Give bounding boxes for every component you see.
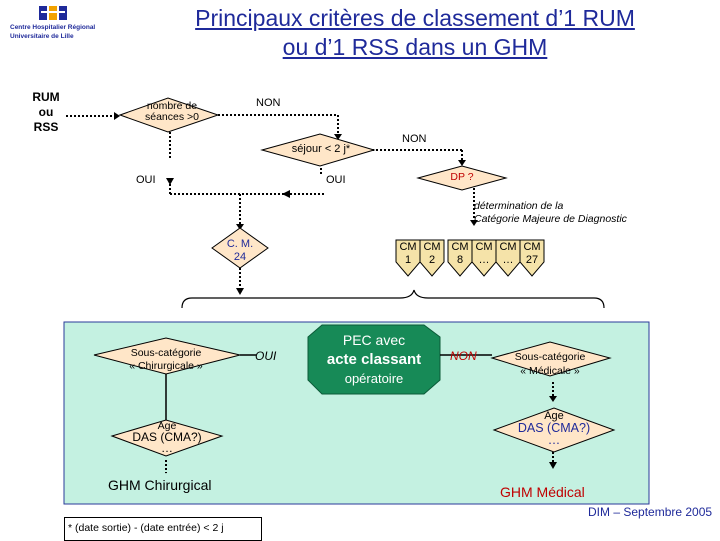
oui-mid-label: OUI xyxy=(326,174,346,186)
seances-diamond xyxy=(118,97,220,133)
logo-line1: Centre Hospitalier Régional xyxy=(10,24,96,31)
ghm-med-label: GHM Médical xyxy=(500,484,585,500)
pec-label: PEC avec acte classant opératoire xyxy=(308,331,440,388)
cm-6-bottom: 27 xyxy=(525,254,539,266)
cm-2-top: CM xyxy=(423,241,441,253)
cm-4: CM… xyxy=(472,241,496,267)
rum-label: RUM ou RSS xyxy=(24,90,68,135)
age-das-right-diamond xyxy=(492,407,616,453)
cm24-line2: 24 xyxy=(233,251,247,263)
sejour-diamond xyxy=(260,133,376,167)
seances-line1: nombre de xyxy=(146,100,198,112)
title-line-1: Principaux critères de classement d’1 RU… xyxy=(195,5,635,31)
sous-cat-med-line1: Sous-catégorie xyxy=(514,351,586,363)
cm-3-bottom: 8 xyxy=(456,254,464,266)
date-footer: DIM – Septembre 2005 xyxy=(588,505,713,519)
determination-line2: Catégorie Majeure de Diagnostic xyxy=(474,213,627,225)
age-das-right-label: Age DAS (CMA?) … xyxy=(494,410,614,446)
pec-line1: PEC avec xyxy=(342,332,406,348)
cm24-label: C. M. 24 xyxy=(212,238,268,264)
rum-label-line2: ou xyxy=(38,105,54,119)
title-line-2: ou d’1 RSS dans un GHM xyxy=(282,34,548,60)
rum-label-line1: RUM xyxy=(32,90,60,104)
pec-decision-box xyxy=(307,324,441,395)
cm-1-bottom: 1 xyxy=(404,254,412,266)
logo-line2: Universitaire de Lille xyxy=(10,33,74,40)
age-das-left-label: Age DAS (CMA?) … xyxy=(112,420,222,455)
sous-cat-chir-line1: Sous-catégorie xyxy=(130,347,202,359)
seances-label: nombre de séances >0 xyxy=(126,101,218,123)
determination-label: détermination de la Catégorie Majeure de… xyxy=(474,200,627,226)
sous-cat-med-label: Sous-catégorie « Médicale » xyxy=(494,350,606,378)
cm24-diamond xyxy=(211,227,269,269)
footnote-box xyxy=(64,517,262,541)
page-title: Principaux critères de classement d’1 RU… xyxy=(110,4,720,62)
pec-line3: opératoire xyxy=(344,371,404,386)
chru-lille-logo: Centre Hospitalier Régional Universitair… xyxy=(4,4,114,48)
cm-4-top: CM xyxy=(475,241,493,253)
das-right: DAS (CMA?) xyxy=(517,421,591,435)
arrow-heads xyxy=(114,112,557,481)
non-label-1: NON xyxy=(256,97,281,109)
cm-5: CM… xyxy=(496,241,520,267)
cm-1-top: CM xyxy=(399,241,417,253)
ghm-chir-label: GHM Chirurgical xyxy=(108,477,212,493)
seances-line2: séances >0 xyxy=(145,111,199,123)
sous-cat-chir-label: Sous-catégorie « Chirurgicale » xyxy=(104,347,228,373)
non-label-2: NON xyxy=(402,133,427,145)
cm-6-top: CM xyxy=(523,241,541,253)
footnote: * (date sortie) - (date entrée) < 2 j xyxy=(68,522,224,534)
age-right: Age xyxy=(544,410,564,422)
grouping-brace xyxy=(181,289,605,309)
non-pec-label: NON xyxy=(450,349,477,363)
oui-pec-label: OUI xyxy=(255,349,277,363)
cm-5-bottom: … xyxy=(502,254,514,266)
cm24-line1: C. M. xyxy=(226,238,254,250)
rum-label-line3: RSS xyxy=(33,120,59,134)
cm-2-bottom: 2 xyxy=(428,254,436,266)
pec-line2: acte classant xyxy=(326,351,422,368)
cm-4-bottom: … xyxy=(478,254,490,266)
sejour-label: séjour < 2 j* xyxy=(291,143,351,155)
ellipsis-left: … xyxy=(161,441,173,455)
cm-shapes xyxy=(395,239,545,277)
das-left: DAS (CMA?) xyxy=(132,430,202,444)
cm-5-top: CM xyxy=(499,241,517,253)
dp-label: DP ? xyxy=(450,171,474,183)
med-diamond xyxy=(490,341,612,377)
dp-diamond xyxy=(416,165,508,191)
ghm-med-shape xyxy=(492,479,612,503)
sous-cat-chir-line2: « Chirurgicale » xyxy=(129,360,203,372)
ghm-chir-shape xyxy=(100,473,244,497)
logo-mark-icon xyxy=(39,6,67,20)
determination-line1: détermination de la xyxy=(474,200,564,212)
oui-left-label: OUI xyxy=(136,174,156,186)
age-left: Age xyxy=(157,420,177,432)
cm-3-top: CM xyxy=(451,241,469,253)
ellipsis-right: … xyxy=(547,433,561,447)
age-das-left-diamond xyxy=(110,419,224,457)
sous-cat-med-line2: « Médicale » xyxy=(520,365,580,377)
